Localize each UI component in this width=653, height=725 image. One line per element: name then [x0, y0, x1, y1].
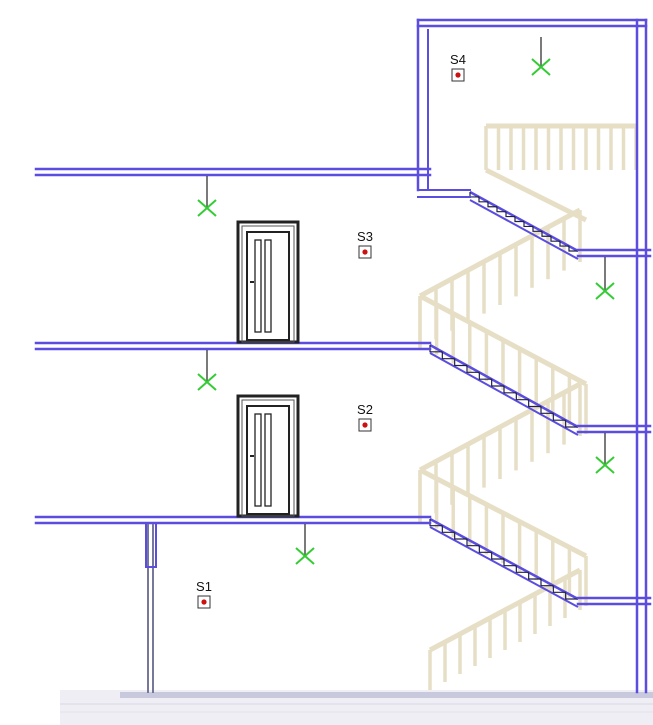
fixture-third-floor: [197, 176, 217, 217]
door-first-floor: [236, 394, 300, 518]
stair-flight-lower-step: [540, 579, 554, 587]
fixture-second-floor: [197, 350, 217, 391]
stair-flight-middle-stringer-bottom: [429, 352, 579, 436]
stair-railings: [418, 123, 638, 690]
ground: [60, 690, 653, 725]
railing-flight-d: [418, 467, 588, 606]
cross-fixture-icon-bar: [595, 456, 615, 474]
stair-flight-upper-step: [496, 206, 506, 213]
stair-flight-upper-step: [505, 211, 515, 218]
ceiling-fixtures: [197, 37, 615, 565]
railing-top-rail-guard: [484, 167, 588, 223]
sensor-s1: S1: [196, 579, 212, 609]
staircase: [429, 190, 579, 608]
sensor-dot: [362, 249, 368, 255]
door-second-floor: [236, 220, 300, 344]
column-capital: [145, 522, 157, 568]
stair-flight-lower-stringer-bottom: [429, 526, 579, 608]
fixture-roof: [531, 37, 551, 76]
sensor-dot: [362, 422, 368, 428]
stair-flight-middle-step: [466, 365, 480, 373]
stair-flight-lower-step: [503, 559, 517, 567]
sensor-dot: [201, 599, 207, 605]
fixture-first-floor: [295, 524, 315, 565]
stair-flight-middle-step: [478, 372, 492, 380]
cross-fixture-icon-bar: [197, 373, 217, 391]
stair-flight-middle-step: [454, 358, 467, 367]
stair-flight-middle: [429, 343, 579, 436]
stair-flight-middle-step: [515, 392, 529, 401]
sensor-dot: [455, 72, 461, 78]
door-panel-left: [254, 413, 262, 507]
sensor-label-s4: S4: [450, 52, 466, 67]
door-frame-inner: [241, 225, 295, 343]
stair-flight-lower-step: [478, 545, 492, 553]
building-structure: [34, 18, 652, 694]
stair-flight-lower-step: [565, 592, 578, 600]
stair-flight-lower-step: [466, 539, 480, 547]
railing-flight-a: [418, 207, 582, 348]
cross-fixture-icon-bar: [295, 547, 315, 565]
door-frame-inner: [241, 399, 295, 517]
sensors: S1 S2 S3 S4: [196, 52, 466, 609]
stair-flight-lower: [429, 517, 579, 608]
stair-flight-lower-step: [454, 532, 467, 540]
sensor-s3: S3: [357, 229, 373, 259]
door-leaf: [246, 231, 290, 341]
fixture-landing-middle: [595, 433, 615, 474]
stair-flight-upper: [469, 190, 579, 260]
sensor-s4: S4: [450, 52, 466, 82]
railing-flight-b: [418, 293, 588, 434]
stair-flight-upper-step: [550, 236, 560, 242]
stair-flight-middle-step: [429, 345, 443, 353]
railing-flight-c: [418, 381, 582, 522]
door-leaf: [246, 405, 290, 515]
cross-fixture-icon-bar: [531, 58, 551, 76]
railing-top-rail-guard-handrail: [484, 167, 588, 223]
cross-fixture-icon-bar: [197, 199, 217, 217]
stair-flight-middle-step: [528, 399, 541, 408]
doors: [236, 220, 300, 518]
door-panel-right: [264, 413, 272, 507]
stair-flight-upper-step: [523, 221, 533, 228]
stair-flight-upper-step: [559, 241, 569, 247]
railing-flight-e: [428, 567, 582, 690]
stair-flight-upper-step: [568, 246, 578, 252]
stair-flight-middle-step: [565, 420, 578, 428]
fixture-landing-upper: [595, 257, 615, 300]
sensor-label-s3: S3: [357, 229, 373, 244]
stair-flight-middle-step: [552, 413, 566, 421]
stair-flight-middle-step: [441, 351, 455, 360]
railing-top: [484, 123, 638, 170]
sensor-label-s2: S2: [357, 402, 373, 417]
stair-flight-lower-step: [515, 565, 529, 573]
door-panel-left: [254, 239, 262, 333]
stair-flight-upper-step: [478, 196, 488, 203]
stair-flight-middle-step: [503, 386, 517, 394]
stair-flight-lower-step: [491, 552, 504, 560]
stair-flight-lower-step: [441, 525, 455, 533]
sensor-label-s1: S1: [196, 579, 212, 594]
stair-flight-upper-step: [487, 201, 497, 208]
sensor-s2: S2: [357, 402, 373, 432]
stair-flight-upper-stringer-bottom: [469, 199, 579, 260]
door-panel-right: [264, 239, 272, 333]
cross-fixture-icon-bar: [595, 282, 615, 300]
stair-flight-middle-step: [491, 379, 504, 387]
stair-flight-lower-step: [528, 572, 541, 580]
stair-flight-lower-step: [552, 585, 566, 593]
stair-flight-upper-step: [541, 231, 551, 237]
stair-flight-lower-step: [429, 519, 443, 527]
stair-flight-upper-step: [514, 216, 524, 223]
stair-flight-middle-step: [540, 406, 554, 414]
stair-flight-upper-step: [532, 226, 542, 232]
